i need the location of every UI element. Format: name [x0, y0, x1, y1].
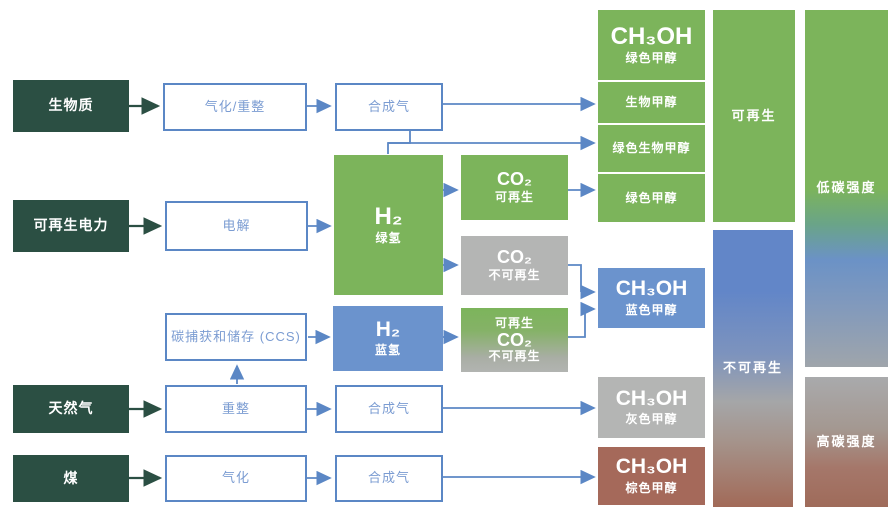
hydrogen-green-label: 绿氢	[375, 231, 402, 246]
hydrogen-blue: H₂ 蓝氢	[333, 306, 443, 371]
co2-mixed-formula: CO₂	[497, 329, 532, 350]
category-renewable-bar: 可再生	[713, 10, 795, 222]
hydrogen-blue-formula: H₂	[375, 317, 401, 341]
source-natural-gas: 天然气	[13, 385, 129, 433]
co2-nonrenewable-formula: CO₂	[497, 246, 532, 267]
carbon-intensity-high-bar: 高碳强度	[805, 377, 888, 507]
co2-nonrenewable: CO₂ 不可再生	[461, 236, 568, 295]
co2-mixed: 可再生 CO₂ 不可再生	[461, 308, 568, 372]
source-biomass-label: 生物质	[48, 97, 94, 114]
co2-renewable-label: 可再生	[494, 190, 534, 205]
category-nonrenewable-bar: 不可再生	[713, 230, 793, 507]
source-biomass: 生物质	[13, 80, 129, 132]
methanol-gray: CH₃OH 灰色甲醇	[598, 377, 705, 438]
methanol-green-header: CH₃OH 绿色甲醇	[598, 10, 705, 80]
source-renewable-electricity-label: 可再生电力	[33, 217, 109, 234]
source-natural-gas-label: 天然气	[48, 400, 94, 417]
syngas-coal: 合成气	[335, 455, 443, 502]
source-renewable-electricity: 可再生电力	[13, 200, 129, 252]
process-ccs-label: 碳捕获和储存 (CCS)	[171, 328, 301, 344]
methanol-green-bio: 绿色生物甲醇	[598, 125, 705, 172]
syngas-biomass: 合成气	[335, 83, 443, 131]
syngas-coal-label: 合成气	[367, 470, 410, 486]
methanol-brown-label: 棕色甲醇	[625, 480, 678, 495]
co2-renewable: CO₂ 可再生	[461, 155, 568, 220]
methanol-green-bio-label: 绿色生物甲醇	[612, 141, 691, 155]
co2-renewable-formula: CO₂	[497, 168, 532, 189]
syngas-natural-gas-label: 合成气	[367, 400, 410, 416]
process-reforming: 重整	[165, 385, 307, 433]
process-electrolysis-label: 电解	[222, 217, 251, 233]
carbon-intensity-high-label: 高碳强度	[816, 433, 877, 449]
process-ccs: 碳捕获和储存 (CCS)	[165, 313, 307, 361]
process-reforming-label: 重整	[221, 400, 250, 416]
methanol-green-header-label: 绿色甲醇	[625, 51, 678, 66]
methanol-gray-formula: CH₃OH	[615, 386, 688, 410]
co2-nonrenewable-label: 不可再生	[488, 268, 541, 283]
process-gasification: 气化	[165, 455, 307, 502]
co2-mixed-top-label: 可再生	[494, 315, 534, 330]
source-coal-label: 煤	[63, 469, 79, 486]
methanol-blue: CH₃OH 蓝色甲醇	[598, 268, 705, 328]
methanol-blue-formula: CH₃OH	[615, 277, 688, 301]
methanol-blue-label: 蓝色甲醇	[625, 302, 678, 317]
methanol-bio-label: 生物甲醇	[625, 95, 678, 109]
hydrogen-blue-label: 蓝氢	[374, 343, 401, 358]
carbon-intensity-low-bar: 低碳强度	[805, 10, 888, 367]
process-gasification-reforming: 气化/重整	[163, 83, 307, 131]
hydrogen-green-formula: H₂	[374, 202, 403, 230]
process-electrolysis: 电解	[165, 201, 308, 251]
category-renewable-label: 可再生	[731, 107, 777, 123]
syngas-natural-gas: 合成气	[335, 385, 443, 433]
syngas-biomass-label: 合成气	[367, 98, 410, 114]
methanol-green-header-formula: CH₃OH	[610, 22, 693, 50]
hydrogen-green: H₂ 绿氢	[334, 155, 443, 295]
process-gasification-reforming-label: 气化/重整	[204, 98, 266, 114]
methanol-brown-formula: CH₃OH	[615, 455, 688, 479]
process-gasification-label: 气化	[221, 470, 250, 486]
co2-mixed-bottom-label: 不可再生	[488, 349, 541, 364]
category-nonrenewable-label: 不可再生	[722, 360, 783, 376]
source-coal: 煤	[13, 455, 129, 502]
methanol-brown: CH₃OH 棕色甲醇	[598, 447, 705, 505]
methanol-bio: 生物甲醇	[598, 82, 705, 123]
methanol-green: 绿色甲醇	[598, 174, 705, 222]
methanol-gray-label: 灰色甲醇	[625, 412, 678, 427]
methanol-green-label: 绿色甲醇	[625, 190, 678, 205]
carbon-intensity-low-label: 低碳强度	[816, 180, 877, 196]
